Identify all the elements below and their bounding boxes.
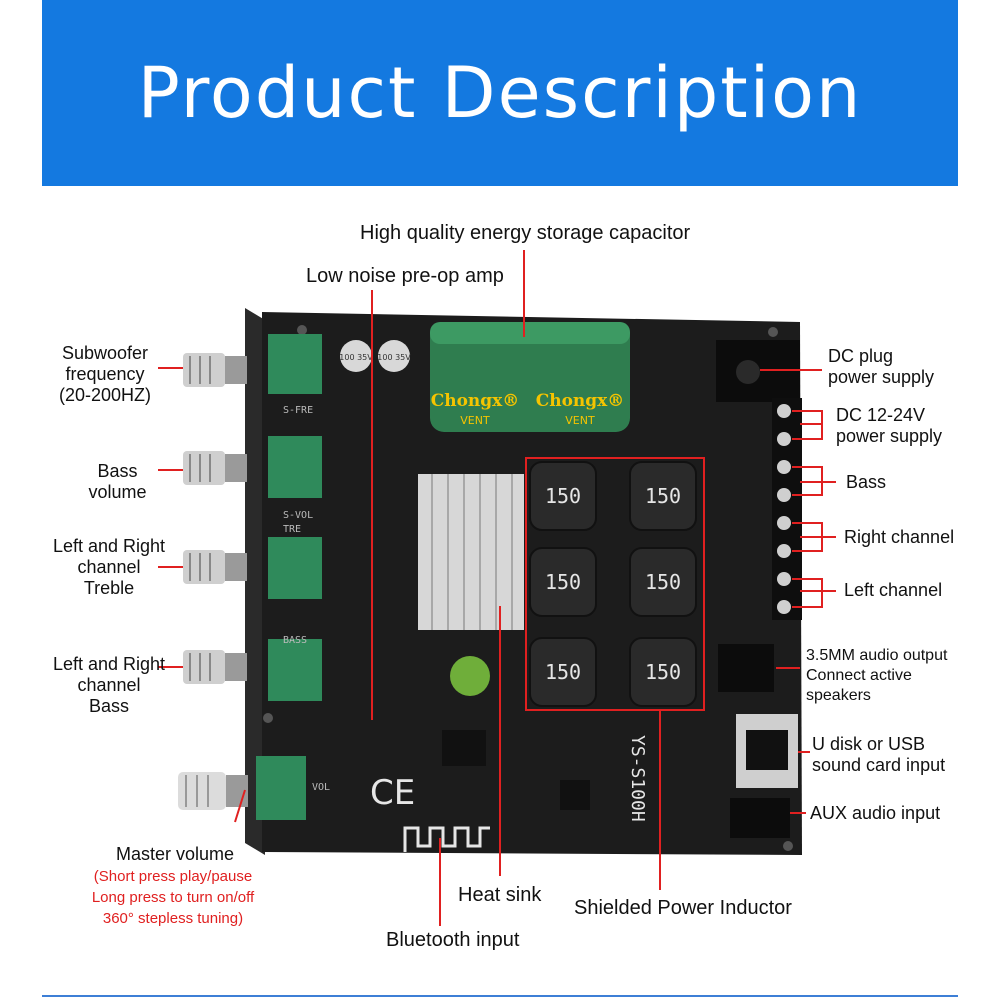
side-panel — [245, 308, 265, 855]
energy-storage-capacitor — [430, 322, 630, 432]
pointer-lines — [158, 250, 836, 926]
pot-master-volume — [256, 756, 306, 820]
screw-terminal-block — [772, 398, 802, 620]
label-capacitor: High quality energy storage capacitor — [360, 222, 691, 244]
knob-bass-volume — [183, 451, 247, 485]
pot-sub-frequency — [268, 334, 322, 394]
svg-text:Chongx®: Chongx® — [431, 391, 520, 411]
silk-sfre: S-FRE — [283, 405, 313, 416]
small-green-capacitor — [450, 656, 490, 696]
aux-jack — [730, 798, 790, 838]
small-capacitor — [340, 340, 372, 372]
silk-bass: BASS — [283, 635, 307, 646]
chip — [442, 730, 486, 766]
svg-text:150: 150 — [545, 570, 581, 594]
knob-subwoofer-frequency — [183, 353, 247, 387]
label-bass-terminal: Bass — [846, 472, 887, 492]
svg-text:150: 150 — [645, 484, 681, 508]
knob-treble — [183, 550, 247, 584]
chip — [560, 780, 590, 810]
small-capacitor — [378, 340, 410, 372]
label-master-volume: Master volume — [115, 844, 235, 864]
svg-text:150: 150 — [545, 660, 581, 684]
label-left-channel: Left channel — [844, 580, 943, 600]
svg-text:150: 150 — [645, 660, 681, 684]
page-title: Product Description — [137, 52, 863, 134]
svg-text:100 35V: 100 35V — [339, 353, 373, 362]
label-preop: Low noise pre-op amp — [306, 265, 504, 287]
ce-mark: CE — [370, 773, 415, 813]
svg-text:VENT: VENT — [565, 414, 595, 427]
label-inductor: Shielded Power Inductor — [574, 897, 792, 919]
bluetooth-antenna — [403, 826, 490, 852]
pot-channel-bass — [268, 639, 322, 701]
knob-channel-bass — [183, 650, 247, 684]
header-banner: Product Description — [42, 0, 958, 186]
pot-bass-volume — [268, 436, 322, 498]
label-bluetooth: Bluetooth input — [386, 929, 520, 951]
label-right-channel: Right channel — [844, 527, 955, 547]
label-heat-sink: Heat sink — [458, 884, 542, 906]
audio-jack — [718, 644, 774, 692]
pot-treble — [268, 537, 322, 599]
terminal-screws — [777, 404, 791, 614]
svg-text:Chongx®: Chongx® — [536, 391, 625, 411]
svg-text:150: 150 — [645, 570, 681, 594]
svg-text:VENT: VENT — [460, 414, 490, 427]
silk-tre: TRE — [283, 524, 301, 535]
model-silk: YS-S100H — [627, 735, 648, 822]
knob-master-volume — [178, 772, 248, 810]
silk-svol: S-VOL — [283, 510, 313, 521]
heat-sink — [418, 474, 524, 630]
label-aux: AUX audio input — [810, 803, 941, 823]
svg-text:100 35V: 100 35V — [377, 353, 411, 362]
power-inductors — [529, 461, 697, 707]
silk-vol: VOL — [312, 782, 330, 793]
svg-text:150: 150 — [545, 484, 581, 508]
bottom-divider — [42, 995, 958, 997]
